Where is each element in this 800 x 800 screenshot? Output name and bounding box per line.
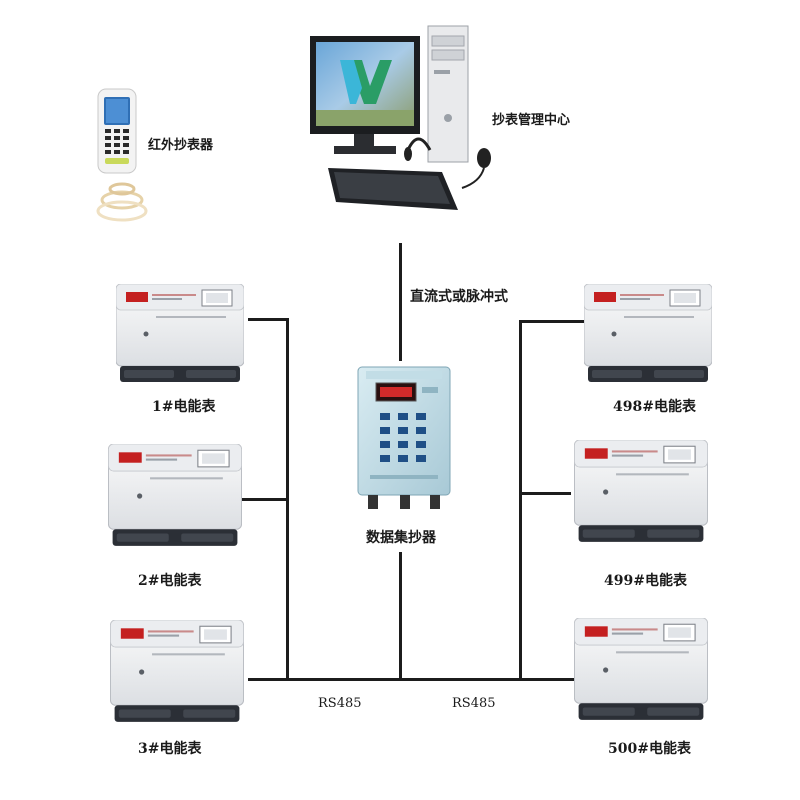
meter-left-2 [108, 444, 242, 548]
meter-left-2-label: 2#电能表 [138, 573, 202, 589]
electric-meter-icon [574, 440, 708, 543]
management-computer [300, 22, 500, 222]
computer-icon [310, 25, 491, 210]
center-link-wire [399, 243, 402, 361]
rs485-right-label: RS485 [452, 696, 496, 711]
rs485-left-label: RS485 [318, 696, 362, 711]
center-label: 抄表管理中心 [492, 113, 571, 128]
electric-meter-icon [584, 284, 712, 383]
concentrator-icon [357, 366, 451, 509]
meter-right-2 [574, 440, 708, 544]
right-branch-wire-2 [519, 492, 571, 495]
left-branch-wire-1 [248, 318, 288, 321]
concentrator-label: 数据集抄器 [366, 530, 436, 546]
data-concentrator [356, 365, 452, 513]
right-trunk-wire [519, 320, 522, 680]
handheld-reader [90, 85, 150, 235]
link-type-label: 直流式或脉冲式 [410, 289, 508, 305]
meter-left-1-label: 1#电能表 [152, 399, 216, 415]
meter-left-3-label: 3#电能表 [138, 741, 202, 757]
electric-meter-icon [574, 618, 708, 721]
meter-right-3 [574, 618, 708, 722]
meter-right-3-label: 500#电能表 [608, 741, 691, 757]
handheld-label: 红外抄表器 [148, 138, 214, 153]
meter-right-2-label: 499#电能表 [604, 573, 687, 589]
meter-left-1 [116, 284, 244, 384]
handheld-reader-icon [96, 88, 148, 222]
meter-right-1-label: 498#电能表 [613, 399, 696, 415]
right-branch-wire-1 [519, 320, 585, 323]
concentrator-bus-wire [399, 552, 402, 680]
electric-meter-icon [110, 620, 244, 723]
meter-right-1 [584, 284, 712, 384]
left-branch-wire-2 [242, 498, 288, 501]
electric-meter-icon [116, 284, 244, 383]
rs485-bus-wire [248, 678, 584, 681]
electric-meter-icon [108, 444, 242, 547]
meter-left-3 [110, 620, 244, 724]
